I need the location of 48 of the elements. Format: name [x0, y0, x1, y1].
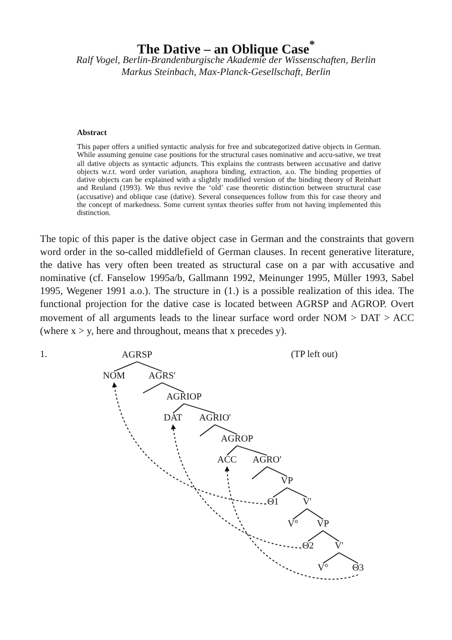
author-line: Ralf Vogel, Berlin-Brandenburgische Akademie der Wissenschaften, Berlin	[75, 55, 377, 66]
tree-branch	[272, 487, 288, 498]
tree-node-label: VP	[316, 520, 330, 530]
tree-branch	[114, 361, 138, 372]
abstract-heading: Abstract	[77, 128, 107, 137]
tree-node-label: AGRS'	[148, 372, 176, 382]
note: (TP left out)	[291, 350, 338, 360]
tree-branch	[172, 403, 184, 414]
tree-branch	[214, 424, 238, 435]
tree-node-label: AGRSP	[122, 351, 152, 361]
tree-branch	[322, 552, 340, 564]
tree-node-label: AGRO'	[252, 456, 282, 466]
tree-branch	[142, 382, 162, 394]
tree-node-label: Θ1	[267, 498, 279, 508]
tree-branch	[226, 445, 238, 456]
body-paragraph: The topic of this paper is the dative object case in German and the constraints that govern word order in the so-called middlefield of German clauses. In recent generative literature, the dative has very often been treated as structural case on a par with accusative and nominative (cf. Fanselow 1995a/b, Gallmann 1992, Meinunger 1995, Müller 1993, Sabel 1995, Wegener 1991 a.o.). The structure in (1.) is a possible realization of this idea. The functional projection for the dative case is located between AGRSP and AGROP. Overt movement of all arguments leads to the linear surface word order NOM > DAT > ACC (where x > y, here and throughout, means that x precedes y).	[40, 233, 414, 338]
tree-node-label: AGRIO'	[199, 414, 231, 424]
movement-arrow	[224, 466, 358, 580]
example-number: 1.	[40, 350, 48, 360]
tree-node-label: V'	[334, 542, 344, 552]
movement-arrow	[112, 382, 267, 504]
tree-node-label: VP	[280, 477, 294, 487]
author-line: Markus Steinbach, Max-Planck-Gesellschaft, Berlin	[120, 67, 332, 78]
tree-branch	[162, 382, 184, 393]
tree-node-label: Θ3	[352, 564, 364, 574]
tree-branch	[292, 508, 308, 520]
tree-node-label: V°	[318, 564, 328, 574]
tree-node-label: V'	[302, 498, 312, 508]
tree-branch	[308, 530, 324, 542]
movement-arrow	[171, 424, 302, 548]
tree-node-label: DAT	[164, 414, 182, 424]
tree-node-label: ACC	[217, 456, 237, 466]
tree-branch	[322, 530, 340, 542]
tree-branch	[266, 466, 288, 477]
tree-node-label: Θ2	[302, 542, 314, 552]
tree-node-label: AGROP	[220, 435, 254, 445]
tree-node-label: V°	[288, 520, 298, 530]
tree-branch	[236, 445, 268, 456]
tree-branch	[200, 424, 216, 436]
tree-branch	[286, 487, 308, 498]
tree-node-label: NOM	[102, 372, 126, 382]
tree-branch	[136, 361, 162, 372]
title: The Dative – an Oblique Case$^{*}$	[137, 39, 315, 56]
tree-branch	[338, 552, 358, 564]
tree-branch	[306, 508, 324, 520]
tree-branch	[252, 466, 268, 480]
tree-node-label: AGRIOP	[166, 393, 202, 403]
tree-branch	[184, 403, 216, 414]
